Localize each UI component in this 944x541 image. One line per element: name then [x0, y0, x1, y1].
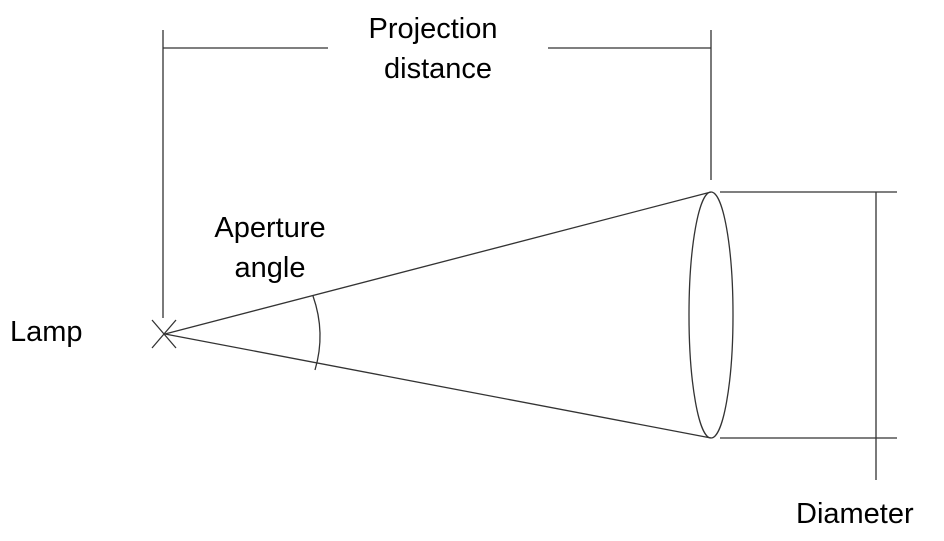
cone-upper-edge — [164, 191, 712, 335]
cone-lower-edge — [164, 333, 712, 439]
diameter-label: Diameter — [796, 498, 914, 530]
lamp-label: Lamp — [10, 316, 83, 348]
projection-label-line1: Projection — [368, 13, 498, 45]
aperture-label-line1: Aperture — [214, 212, 326, 244]
projection-label-line2: distance — [383, 53, 493, 85]
lamp-marker-stroke-b — [151, 319, 177, 349]
aperture-label-line2: angle — [234, 252, 306, 284]
cone-base-ellipse — [688, 191, 734, 439]
aperture-angle-arc — [312, 295, 321, 371]
